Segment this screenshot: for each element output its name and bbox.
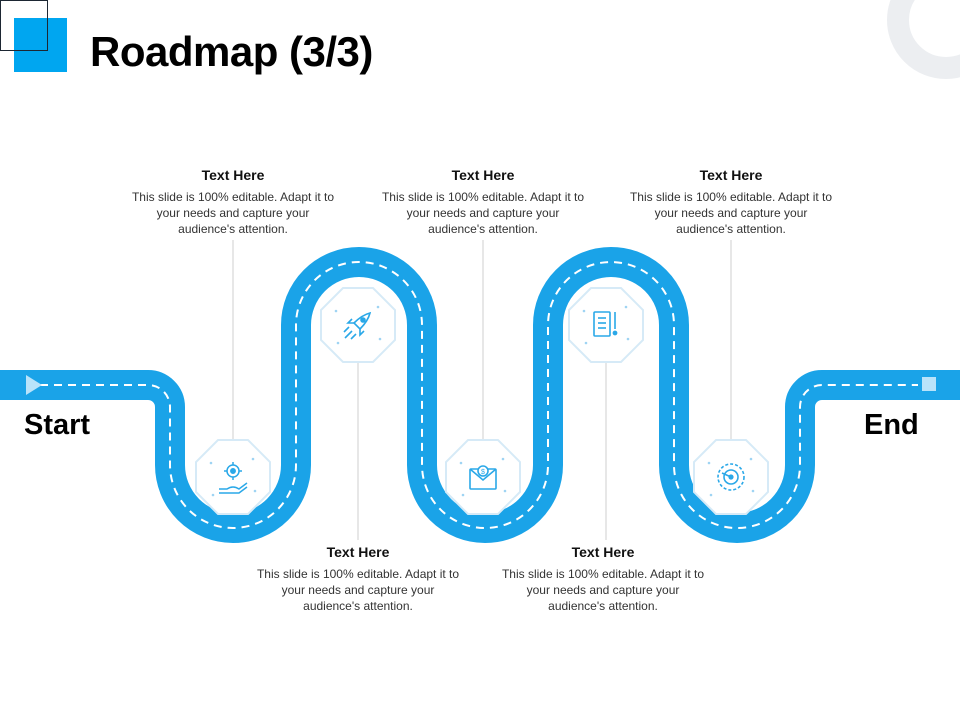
milestone-2-title: Text Here <box>326 544 390 560</box>
start-label: Start <box>24 409 91 441</box>
road-center-dashes <box>40 261 918 529</box>
gauge-dial-icon <box>717 463 745 491</box>
milestone-4-callout: Text Here This slide is 100% editable. A… <box>498 544 708 614</box>
milestone-3-title: Text Here <box>451 167 515 183</box>
start-arrow-icon <box>26 375 42 395</box>
end-label: End <box>864 409 919 441</box>
milestone-1-title: Text Here <box>201 167 265 183</box>
milestone-3-description: This slide is 100% editable. Adapt it to… <box>381 190 585 236</box>
checklist-icon <box>593 311 618 337</box>
badge-4 <box>568 287 644 363</box>
badge-1 <box>195 439 271 515</box>
slide-title: Roadmap (3/3) <box>90 28 373 75</box>
badge-2 <box>320 287 396 363</box>
milestone-4-description: This slide is 100% editable. Adapt it to… <box>501 567 705 613</box>
milestone-5-description: This slide is 100% editable. Adapt it to… <box>629 190 833 236</box>
milestone-2-callout: Text Here This slide is 100% editable. A… <box>253 544 463 614</box>
milestone-5-callout: Text Here This slide is 100% editable. A… <box>626 167 836 237</box>
milestone-badges: $ <box>195 287 769 515</box>
badge-5 <box>693 439 769 515</box>
end-square-icon <box>922 377 936 391</box>
milestone-3-callout: Text Here This slide is 100% editable. A… <box>378 167 588 237</box>
milestone-5-title: Text Here <box>699 167 763 183</box>
leader-lines <box>232 240 732 540</box>
milestone-1-description: This slide is 100% editable. Adapt it to… <box>131 190 335 236</box>
logo-outline <box>0 0 48 51</box>
gear-hand-icon <box>219 462 248 494</box>
rocket-icon <box>343 311 372 340</box>
badge-3: $ <box>445 439 521 515</box>
svg-text:$: $ <box>481 469 485 476</box>
milestone-2-description: This slide is 100% editable. Adapt it to… <box>256 567 460 613</box>
milestone-1-callout: Text Here This slide is 100% editable. A… <box>128 167 338 237</box>
envelope-coin-icon: $ <box>469 465 497 490</box>
logo-square <box>14 18 67 72</box>
milestone-4-title: Text Here <box>571 544 635 560</box>
decorative-ring <box>887 0 960 79</box>
